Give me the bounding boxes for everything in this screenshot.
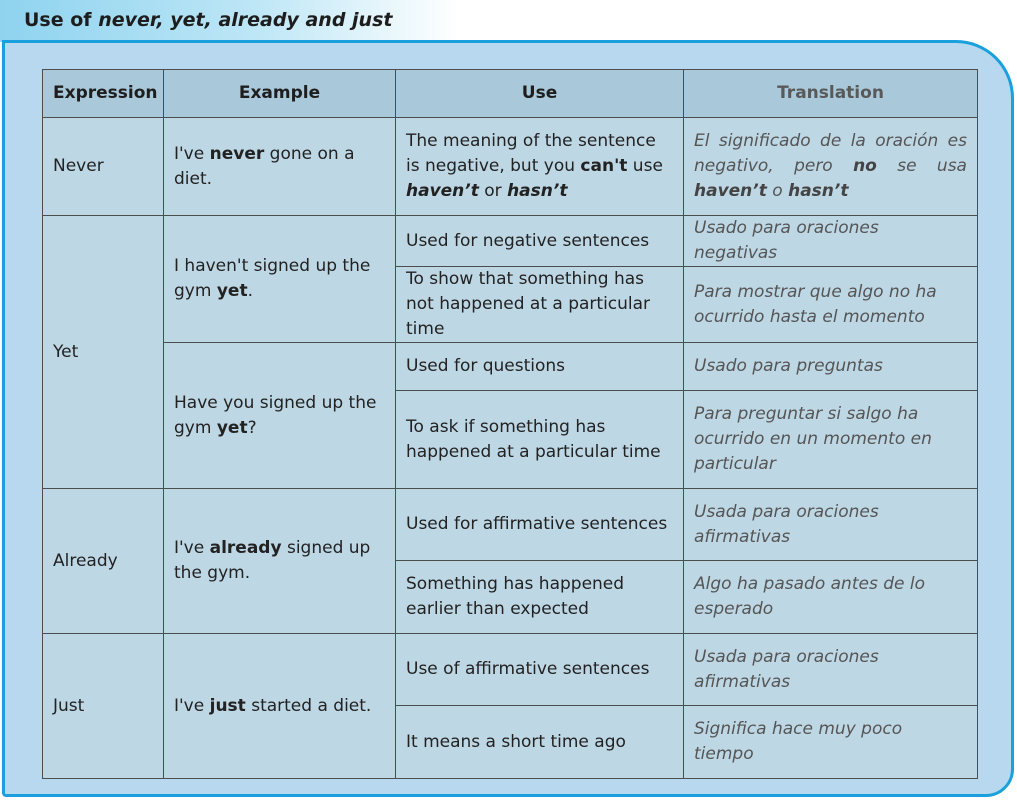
expression-just: Just: [42, 633, 164, 779]
translation-cell: Usada para oraciones afirmativas: [683, 488, 978, 561]
table-header-row: Expression Example Use Translation: [42, 69, 978, 118]
translation-cell: Algo ha pasado antes de lo esperado: [683, 560, 978, 634]
title-band: [0, 0, 460, 42]
use-never: The meaning of the sentence is negative,…: [395, 117, 684, 216]
table-row: Something has happened earlier than expe…: [43, 560, 978, 634]
example-already: I've already signed up the gym.: [163, 488, 396, 634]
translation-never: El significado de la oración es negativo…: [683, 117, 978, 216]
table-row: To show that something has not happened …: [43, 266, 978, 343]
translation-cell: Para mostrar que algo no ha ocurrido has…: [683, 266, 978, 343]
table-row: Already I've already signed up the gym. …: [42, 488, 978, 634]
page-title: Use of never, yet, already and just: [24, 9, 392, 31]
translation-cell: Usado para oraciones negativas: [683, 215, 978, 267]
expression-never: Never: [42, 117, 164, 216]
expression-already: Already: [42, 488, 164, 634]
example-just: I've just started a diet.: [163, 633, 396, 779]
use-cell: Used for negative sentences: [395, 215, 684, 267]
table-row: Just I've just started a diet. Use of af…: [42, 633, 978, 779]
header-expression: Expression: [42, 69, 164, 118]
use-cell: Use of affirmative sentences: [395, 633, 684, 706]
translation-cell: Para preguntar si salgo ha ocurrido en u…: [683, 390, 978, 489]
title-lead: Use of: [24, 9, 99, 31]
translation-cell: Usado para preguntas: [683, 342, 978, 391]
use-cell: To ask if something has happened at a pa…: [395, 390, 684, 489]
table-row: To ask if something has happened at a pa…: [43, 390, 978, 489]
header-translation: Translation: [683, 69, 978, 118]
translation-cell: Significa hace muy poco tiempo: [683, 705, 978, 779]
use-cell: To show that something has not happened …: [395, 266, 684, 343]
table-row: Never I've never gone on a diet. The mea…: [42, 117, 978, 216]
translation-cell: Usada para oraciones afirmativas: [683, 633, 978, 706]
use-cell: It means a short time ago: [395, 705, 684, 779]
example-yet-negative: I haven't signed up the gym yet.: [163, 215, 396, 343]
example-yet-question: Have you signed up the gym yet?: [163, 342, 396, 489]
use-cell: Something has happened earlier than expe…: [395, 560, 684, 634]
header-example: Example: [163, 69, 396, 118]
use-cell: Used for affirmative sentences: [395, 488, 684, 561]
table-row: Have you signed up the gym yet? Used for…: [43, 342, 978, 489]
table-row: It means a short time ago Significa hace…: [43, 705, 978, 779]
header-use: Use: [395, 69, 684, 118]
title-emphasis: never, yet, already and just: [98, 9, 393, 31]
use-cell: Used for questions: [395, 342, 684, 391]
table-row: Yet I haven't signed up the gym yet. Use…: [42, 215, 978, 489]
grammar-table: Expression Example Use Translation Never…: [42, 69, 978, 779]
expression-yet: Yet: [42, 215, 164, 489]
example-never: I've never gone on a diet.: [163, 117, 396, 216]
